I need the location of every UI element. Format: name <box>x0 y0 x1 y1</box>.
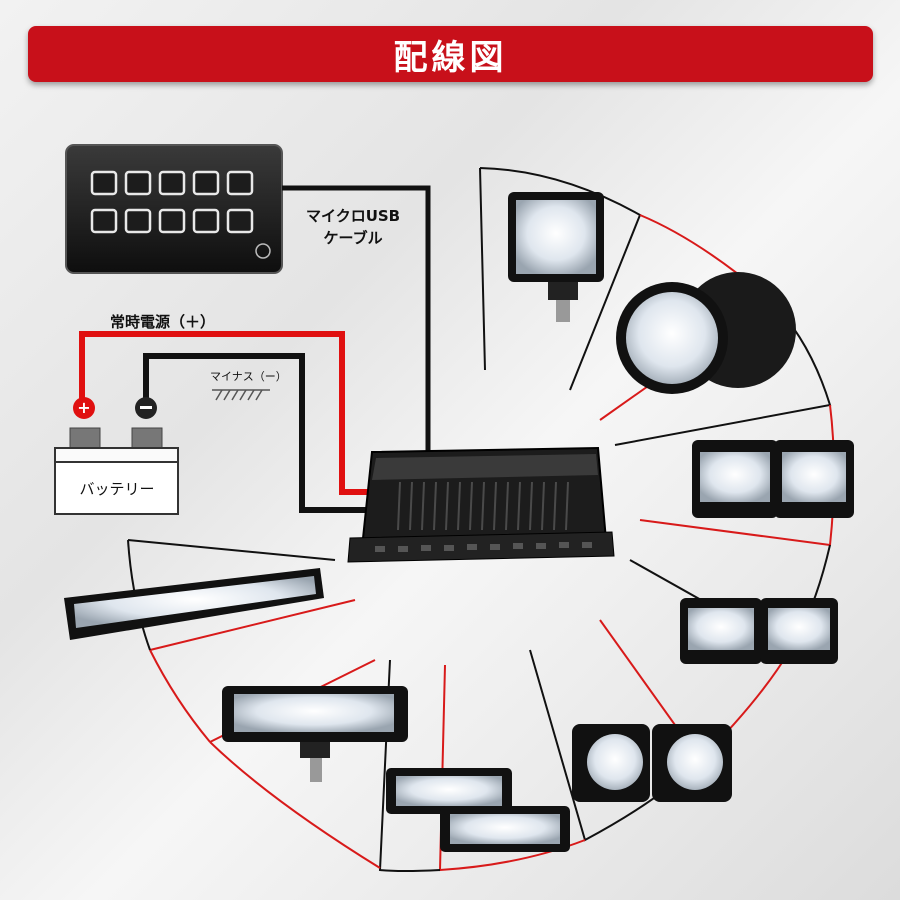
power-wire <box>79 331 372 495</box>
page-title: 配線図 <box>393 37 508 78</box>
round-pod-lights <box>572 724 732 802</box>
battery-label: バッテリー <box>79 480 155 498</box>
power-plus-label: 常時電源（＋） <box>110 313 216 331</box>
segment-square-work-light <box>479 167 642 391</box>
battery-icon: + <box>54 397 179 515</box>
usb-cable-label-line1: マイクロUSB <box>306 207 401 225</box>
twin-pod-lights <box>680 598 838 664</box>
long-light-bar <box>64 568 324 640</box>
usb-cable-label: マイクロUSB ケーブル <box>306 205 400 249</box>
usb-cable-label-line2: ケーブル <box>323 229 383 247</box>
controller-box-icon <box>347 446 615 563</box>
ground-symbol <box>212 389 270 401</box>
usb-cable <box>282 185 431 462</box>
svg-text:+: + <box>77 398 90 417</box>
square-work-light <box>508 192 604 322</box>
switch-panel-icon <box>65 144 283 274</box>
ground-minus-label: マイナス（ー） <box>210 370 287 383</box>
round-driving-lights <box>616 272 796 394</box>
dual-cube-lights <box>692 440 854 518</box>
title-banner: 配線図 <box>28 26 873 82</box>
short-light-bars <box>386 768 570 852</box>
medium-light-bar <box>222 686 408 782</box>
ground-wire <box>143 353 372 513</box>
